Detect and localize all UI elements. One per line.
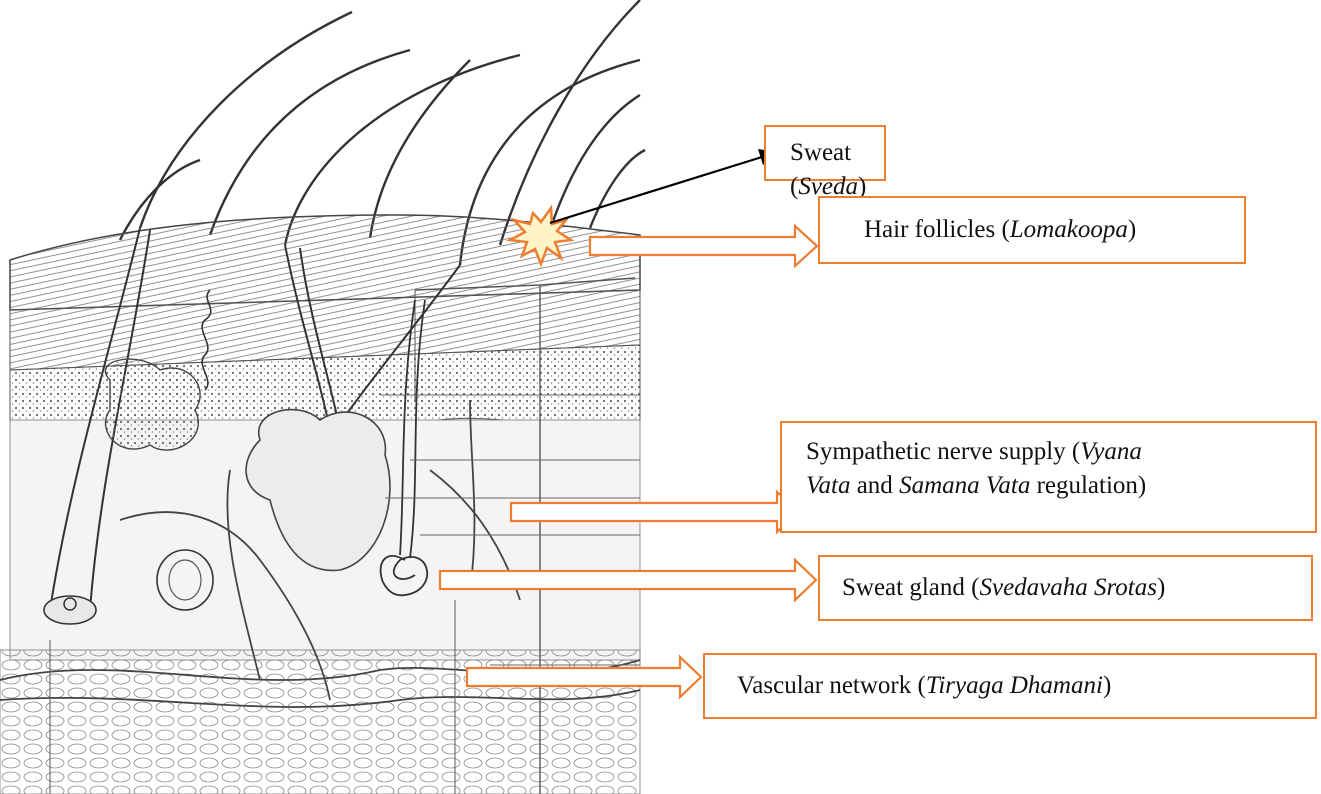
label-nerve-line2-term1: Vata [806, 472, 850, 499]
sweat-gland-arrow [440, 560, 816, 600]
nerve-supply-arrow [511, 492, 798, 532]
label-hair-follicles: Hair follicles (Lomakoopa) [818, 196, 1246, 264]
label-nerve-line2: Vata and Samana Vata regulation) [806, 469, 1315, 503]
label-hair-term: Lomakoopa [1010, 216, 1128, 243]
sweat-burst-icon [510, 208, 571, 264]
label-vascular-text: Vascular network ( [737, 672, 926, 699]
label-nerve-line2-term2: Samana Vata [899, 472, 1030, 499]
label-nerve-line1-text: Sympathetic nerve supply ( [806, 438, 1080, 465]
label-nerve-line1: Sympathetic nerve supply (Vyana [806, 435, 1315, 469]
label-nerve-line2-tail: regulation) [1030, 472, 1146, 499]
label-vascular-term: Tiryaga Dhamani [926, 672, 1103, 699]
sweat-pointer-line [550, 157, 762, 223]
hair-follicles-arrow [590, 226, 817, 266]
label-gland-text: Sweat gland ( [842, 574, 979, 601]
label-nerve-line1-term: Vyana [1080, 438, 1142, 465]
label-hair-text: Hair follicles ( [864, 216, 1010, 243]
label-sweat: Sweat (Sveda) [764, 125, 886, 181]
label-vascular-network: Vascular network (Tiryaga Dhamani) [703, 653, 1317, 719]
vascular-network-arrow [467, 657, 701, 697]
label-nerve-line2-mid: and [850, 472, 899, 499]
label-vascular-tail: ) [1103, 672, 1111, 699]
label-sweat-gland: Sweat gland (Svedavaha Srotas) [818, 555, 1313, 621]
label-gland-tail: ) [1157, 574, 1165, 601]
label-hair-tail: ) [1128, 216, 1136, 243]
label-gland-term: Svedavaha Srotas [979, 574, 1157, 601]
